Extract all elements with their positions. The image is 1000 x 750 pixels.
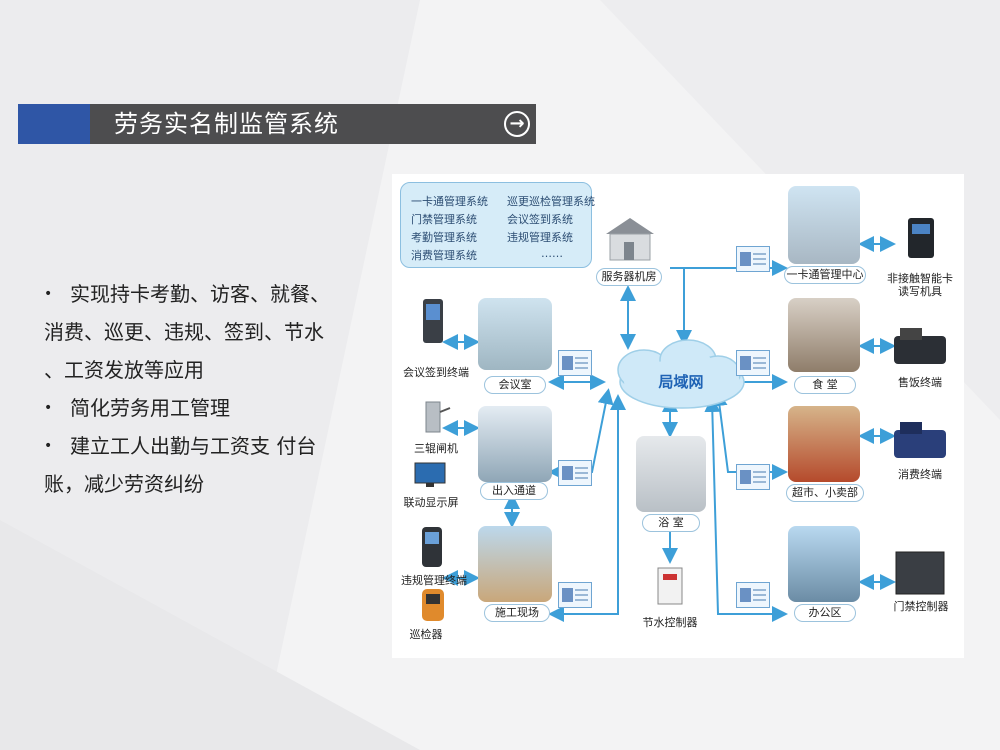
entrance-photo — [478, 406, 552, 482]
server-room-icon — [606, 218, 654, 261]
arrow-right-circle-icon[interactable]: → — [504, 111, 530, 137]
office-label: 办公区 — [794, 604, 856, 622]
id-card-icon — [558, 350, 592, 376]
market-label: 超市、小卖部 — [786, 484, 864, 502]
id-card-icon — [558, 460, 592, 486]
card-reader-label: 非接触智能卡 读写机具 — [887, 272, 953, 298]
card-center-label: 一卡通管理中心 — [784, 266, 866, 284]
meal-terminal-label: 售饭终端 — [898, 376, 942, 389]
meeting-room-label: 会议室 — [484, 376, 546, 394]
system-item: 门禁管理系统 — [411, 213, 477, 226]
system-item: 会议签到系统 — [507, 213, 573, 226]
system-item: 巡更巡检管理系统 — [507, 195, 595, 208]
lan-label: 局域网 — [658, 373, 704, 391]
canteen-label: 食 堂 — [794, 376, 856, 394]
title-bar: 劳务实名制监管系统 → — [18, 104, 536, 144]
id-card-icon — [736, 582, 770, 608]
system-item: 违规管理系统 — [507, 231, 573, 244]
id-card-icon — [736, 246, 770, 272]
canteen-photo — [788, 298, 860, 372]
turnstile-icon — [425, 401, 451, 433]
system-item: 考勤管理系统 — [411, 231, 477, 244]
violation-terminal-icon — [422, 527, 442, 567]
construction-site-label: 施工现场 — [484, 604, 550, 622]
bullet-list: •实现持卡考勤、访客、就餐、 消费、巡更、违规、签到、节水 、工资发放等应用 •… — [44, 275, 364, 503]
bullet-item-continued: 消费、巡更、违规、签到、节水 — [44, 320, 324, 344]
card-center-photo — [788, 186, 860, 264]
software-systems-box: 一卡通管理系统 巡更巡检管理系统 门禁管理系统 会议签到系统 考勤管理系统 违规… — [400, 182, 595, 268]
patrol-device-icon — [422, 589, 444, 621]
bathroom-label: 浴 室 — [642, 514, 700, 532]
turnstile-label: 三辊闸机 — [414, 442, 458, 455]
patrol-device-label: 巡检器 — [409, 628, 443, 641]
bullet-item: •简化劳务用工管理 — [44, 396, 230, 420]
consume-terminal-icon — [894, 422, 946, 458]
bullet-item-continued: 账，减少劳资纠纷 — [44, 472, 204, 496]
system-diagram: 局域网 一卡通管理系统 巡更巡检管理系统 门禁管理系统 会议签到系统 考勤管理系… — [392, 174, 964, 658]
bullet-item: •建立工人出勤与工资支 付台 — [44, 434, 317, 458]
consume-terminal-label: 消费终端 — [898, 468, 942, 481]
office-photo — [788, 526, 860, 602]
bullet-item: •实现持卡考勤、访客、就餐、 — [44, 282, 330, 306]
violation-terminal-label: 违规管理终端 — [401, 574, 467, 587]
construction-site-photo — [478, 526, 552, 602]
entrance-label: 出入通道 — [480, 482, 548, 500]
page-title: 劳务实名制监管系统 — [114, 110, 339, 138]
display-screen-icon — [414, 462, 446, 487]
system-item: …… — [541, 247, 563, 260]
meeting-terminal-label: 会议签到终端 — [403, 366, 469, 379]
id-card-icon — [736, 464, 770, 490]
meeting-room-photo — [478, 298, 552, 370]
server-room-label: 服务器机房 — [596, 268, 662, 286]
title-accent — [18, 104, 90, 144]
card-reader-icon — [908, 218, 934, 258]
bullet-item-continued: 、工资发放等应用 — [44, 358, 204, 382]
market-photo — [788, 406, 860, 482]
diagram-connectors — [442, 236, 896, 622]
id-card-icon — [736, 350, 770, 376]
system-item: 一卡通管理系统 — [411, 195, 488, 208]
door-controller-icon — [895, 551, 945, 595]
bathroom-photo — [636, 436, 706, 512]
id-card-icon — [558, 582, 592, 608]
system-item: 消费管理系统 — [411, 249, 477, 262]
door-controller-label: 门禁控制器 — [893, 600, 949, 613]
water-controller-label: 节水控制器 — [642, 616, 698, 629]
meeting-terminal-icon — [423, 299, 443, 343]
water-controller-icon — [657, 567, 683, 605]
meal-terminal-icon — [894, 328, 946, 364]
display-screen-label: 联动显示屏 — [403, 496, 459, 509]
